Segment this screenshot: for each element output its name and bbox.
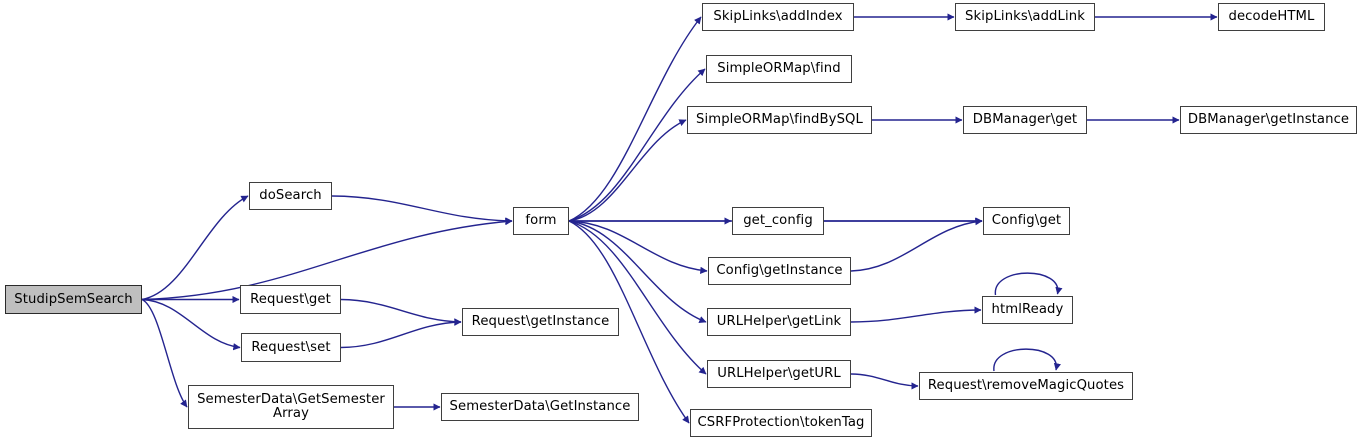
edge-form-to-skiplinksaddindex bbox=[568, 16, 702, 222]
graph-node-label: decodeHTML bbox=[1228, 9, 1315, 24]
graph-node-label: Request\getInstance bbox=[471, 314, 610, 329]
graph-node-label: DBManager\getInstance bbox=[1187, 112, 1350, 127]
graph-node-decodehtml[interactable]: decodeHTML bbox=[1218, 3, 1325, 31]
edge-requestset-to-requestgetinstance bbox=[340, 318, 462, 349]
graph-node-label: Request\set bbox=[251, 339, 331, 355]
edge-htmlready-to-htmlready bbox=[994, 272, 1063, 296]
graph-node-requestget[interactable]: Request\get bbox=[240, 285, 341, 314]
graph-node-label: SemesterData\GetSemester Array bbox=[197, 392, 385, 421]
graph-node-label: DBManager\get bbox=[972, 112, 1078, 127]
edge-form-to-simpleormapfind bbox=[568, 68, 706, 222]
graph-node-label: URLHelper\getLink bbox=[716, 314, 842, 329]
graph-node-label: Request\get bbox=[250, 291, 331, 307]
graph-node-studipsemsearch[interactable]: StudipSemSearch bbox=[5, 285, 142, 314]
graph-node-label: SimpleORMap\find bbox=[717, 61, 841, 76]
graph-node-requestremovemagicquotes[interactable]: Request\removeMagicQuotes bbox=[919, 372, 1133, 400]
graph-node-label: form bbox=[525, 213, 557, 228]
graph-node-requestset[interactable]: Request\set bbox=[241, 333, 341, 362]
graph-node-htmlready[interactable]: htmlReady bbox=[982, 296, 1073, 324]
graph-node-simpleormapfind[interactable]: SimpleORMap\find bbox=[706, 55, 852, 83]
edge-studipsemsearch-to-requestset bbox=[141, 298, 241, 351]
graph-node-dbmanagergetinstance[interactable]: DBManager\getInstance bbox=[1180, 106, 1357, 134]
graph-node-label: htmlReady bbox=[991, 302, 1064, 317]
graph-node-label: Config\get bbox=[991, 213, 1062, 228]
graph-node-getconfig[interactable]: get_config bbox=[732, 207, 824, 235]
edge-requestget-to-requestgetinstance bbox=[340, 298, 462, 326]
graph-node-label: SkipLinks\addLink bbox=[965, 9, 1085, 24]
graph-node-label: SimpleORMap\findBySQL bbox=[696, 112, 863, 127]
graph-node-semesterdatagetsemesterarray[interactable]: SemesterData\GetSemester Array bbox=[188, 385, 394, 429]
edge-dosearch-to-form bbox=[331, 195, 513, 225]
edge-form-to-urlhelpergeturl bbox=[568, 220, 707, 375]
graph-node-dosearch[interactable]: doSearch bbox=[249, 182, 332, 210]
edge-form-to-configgetinstance bbox=[568, 220, 708, 275]
graph-node-label: get_config bbox=[743, 213, 813, 228]
edge-studipsemsearch-to-semesterdatagetsemesterarray bbox=[141, 298, 188, 408]
edge-studipsemsearch-to-dosearch bbox=[141, 195, 249, 301]
edge-form-to-urlhelpergetlink bbox=[568, 220, 707, 324]
graph-node-label: SkipLinks\addIndex bbox=[713, 9, 843, 24]
graph-node-semesterdatagetinstance[interactable]: SemesterData\GetInstance bbox=[441, 393, 639, 421]
graph-node-urlhelpergetlink[interactable]: URLHelper\getLink bbox=[707, 308, 851, 336]
graph-node-configgetinstance[interactable]: Config\getInstance bbox=[708, 257, 851, 285]
edge-requestremovemagicquotes-to-requestremovemagicquotes bbox=[993, 348, 1061, 372]
graph-node-configget[interactable]: Config\get bbox=[983, 207, 1070, 235]
graph-node-simpleormapfindbysql[interactable]: SimpleORMap\findBySQL bbox=[687, 106, 872, 134]
graph-node-label: Request\removeMagicQuotes bbox=[927, 378, 1125, 393]
graph-node-csrfprotectiontokentag[interactable]: CSRFProtection\tokenTag bbox=[690, 409, 872, 437]
edge-urlhelpergetlink-to-htmlready bbox=[850, 306, 982, 323]
edge-configgetinstance-to-configget bbox=[850, 218, 983, 272]
graph-node-requestgetinstance[interactable]: Request\getInstance bbox=[462, 308, 619, 336]
edge-form-to-simpleormapfindbysql bbox=[568, 119, 687, 222]
graph-node-label: URLHelper\getURL bbox=[717, 366, 841, 381]
graph-node-form[interactable]: form bbox=[513, 207, 569, 235]
graph-node-skiplinksaddlink[interactable]: SkipLinks\addLink bbox=[955, 3, 1095, 31]
graph-node-dbmanagerget[interactable]: DBManager\get bbox=[963, 106, 1087, 134]
graph-node-skiplinksaddindex[interactable]: SkipLinks\addIndex bbox=[702, 3, 854, 31]
graph-node-label: StudipSemSearch bbox=[14, 291, 133, 307]
graph-node-label: doSearch bbox=[259, 188, 322, 203]
graph-node-label: CSRFProtection\tokenTag bbox=[697, 415, 865, 430]
graph-node-urlhelpergeturl[interactable]: URLHelper\getURL bbox=[707, 360, 851, 388]
edge-urlhelpergeturl-to-requestremovemagicquotes bbox=[850, 373, 919, 390]
graph-node-label: Config\getInstance bbox=[716, 263, 843, 278]
graph-node-label: SemesterData\GetInstance bbox=[449, 399, 631, 414]
